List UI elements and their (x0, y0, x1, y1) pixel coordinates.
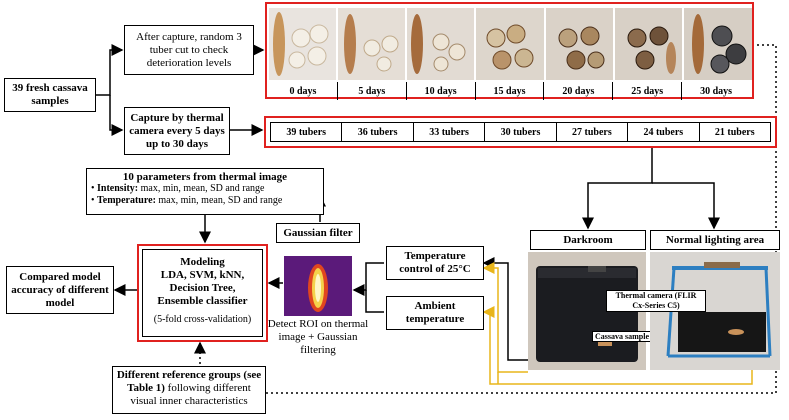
darkroom-title: Darkroom (530, 230, 646, 250)
photo-day15 (476, 8, 544, 80)
capture-text: Capture by thermal camera every 5 days u… (129, 111, 225, 150)
darkroom-text: Darkroom (563, 234, 613, 246)
photo-day10 (407, 8, 474, 80)
cassava-photo-icon (273, 12, 329, 76)
capture-box: Capture by thermal camera every 5 days u… (124, 107, 230, 155)
compared-box: Compared model accuracy of different mod… (6, 266, 114, 314)
roi-caption: Detect ROI on thermal image + Gaussian f… (267, 318, 369, 356)
cassava-photo-icon (411, 14, 466, 74)
reference-groups-box: Different reference groups (see Table 1)… (112, 366, 266, 414)
intensity-text: max, min, mean, SD and range (138, 183, 265, 194)
tuber-count: 27 tubers (555, 123, 627, 141)
temperature-control-text: Temperature control of 25°C (399, 250, 471, 275)
day-label: 20 days (543, 82, 612, 100)
cassava-photo-icon (486, 24, 534, 70)
compared-text: Compared model accuracy of different mod… (11, 270, 109, 309)
day-label: 0 days (289, 85, 317, 97)
days-row: 0 days 5 days 10 days 15 days 20 days 25… (269, 82, 750, 100)
thermal-image (284, 256, 352, 316)
day-label: 25 days (612, 82, 681, 100)
cassava-sample-label: Cassava sample (592, 331, 653, 342)
temperature-control-box: Temperature control of 25°C (386, 246, 484, 280)
day-label: 10 days (405, 82, 475, 100)
tuber-count-frame: 39 tubers 36 tubers 33 tubers 30 tubers … (264, 116, 777, 148)
cassava-photo-icon (627, 26, 676, 74)
photo-day0 (269, 8, 336, 80)
day-label: 5 days (336, 82, 406, 100)
cassava-photo-icon (558, 26, 605, 70)
tuber-count: 24 tubers (627, 123, 698, 141)
parameters-intensity: • Intensity: max, min, mean, SD and rang… (91, 183, 265, 194)
cassava-photo-icon (692, 14, 747, 74)
deterioration-photos-frame: 0 days 5 days 10 days 15 days 20 days 25… (265, 2, 754, 100)
ambient-box: Ambient temperature (386, 296, 484, 330)
modeling-box: Modeling LDA, SVM, kNN, Decision Tree, E… (142, 249, 263, 337)
day-label: 15 days (474, 82, 544, 100)
modeling-title: Modeling (180, 256, 225, 268)
temperature-text: max, min, mean, SD and range (155, 195, 283, 206)
tuber-count: 33 tubers (412, 123, 484, 141)
normal-lighting-text: Normal lighting area (665, 234, 765, 246)
tuber-count: 39 tubers (286, 126, 327, 138)
modeling-line1: LDA, SVM, kNN, (160, 269, 245, 281)
samples-box: 39 fresh cassava samples (4, 78, 96, 112)
temperature-label: Temperature: (97, 195, 156, 206)
cassava-photo-icon (344, 14, 399, 74)
intensity-label: Intensity: (97, 183, 139, 194)
photo-day20 (546, 8, 613, 80)
parameters-box: 10 parameters from thermal image • Inten… (86, 168, 324, 215)
tuber-count: 36 tubers (341, 123, 412, 141)
parameters-title: 10 parameters from thermal image (122, 171, 288, 183)
after-capture-text: After capture, random 3 tuber cut to che… (136, 30, 242, 69)
thermal-camera-label: Thermal camera (FLIR Cx-Series C5) (606, 290, 706, 312)
photo-day5 (338, 8, 405, 80)
after-capture-box: After capture, random 3 tuber cut to che… (124, 25, 254, 75)
modeling-cv: (5-fold cross-validation) (153, 314, 252, 325)
normal-lighting-title: Normal lighting area (650, 230, 780, 250)
samples-text: 39 fresh cassava samples (12, 82, 88, 107)
tuber-count: 21 tubers (698, 123, 770, 141)
gaussian-filter-box: Gaussian filter (276, 223, 360, 243)
modeling-frame: Modeling LDA, SVM, kNN, Decision Tree, E… (137, 244, 268, 342)
day-label: 30 days (681, 82, 750, 100)
parameters-temperature: • Temperature: max, min, mean, SD and ra… (91, 195, 283, 206)
reference-groups-text: following different visual inner charact… (130, 382, 251, 407)
modeling-line2: Decision Tree, (169, 282, 236, 294)
reference-groups-bold: Different reference groups (see Table 1) (116, 369, 262, 394)
gaussian-filter-text: Gaussian filter (283, 226, 353, 239)
photo-day25 (615, 8, 682, 80)
thermal-roi-icon (284, 256, 352, 316)
lighting-rig-icon (666, 262, 772, 358)
tuber-count-row: 39 tubers 36 tubers 33 tubers 30 tubers … (270, 122, 771, 142)
tuber-count: 30 tubers (484, 123, 555, 141)
photo-day30 (684, 8, 752, 80)
ambient-text: Ambient temperature (405, 300, 465, 325)
modeling-line3: Ensemble classifier (157, 295, 248, 307)
